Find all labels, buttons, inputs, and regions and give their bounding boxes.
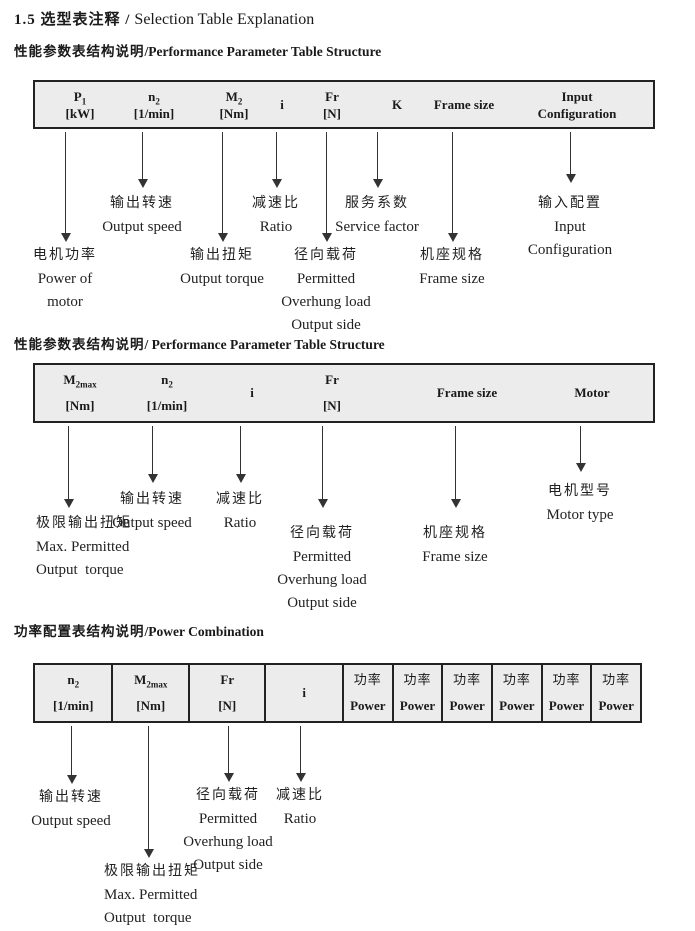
table1-col-i: i: [280, 97, 284, 112]
table1-col-fr: Fr [N]: [322, 88, 342, 121]
section1-heading: 性能参数表结构说明/Performance Parameter Table St…: [14, 40, 381, 60]
arrow-s1-k: [372, 132, 383, 188]
table3-col-power-4: 功率 Power: [490, 665, 541, 721]
arrow-s1-p1: [60, 132, 71, 242]
arrow-s2-fr: [317, 426, 328, 508]
section3-heading-en: /Power Combination: [144, 624, 264, 639]
table1-col-n2: n2 [1/min]: [133, 88, 175, 121]
table3-col-power-5: 功率 Power: [540, 665, 591, 721]
table3-col-m2max: M2max [Nm]: [111, 665, 188, 721]
section3-heading: 功率配置表结构说明/Power Combination: [14, 620, 264, 640]
table2-col-fr: Fr [N]: [322, 372, 342, 413]
table3-col-n2: n2 [1/min]: [53, 672, 94, 713]
table2-col-n2: n2 [1/min]: [146, 372, 188, 413]
arrow-s1-m2: [217, 132, 228, 242]
table1-col-m2: M2 [Nm]: [219, 88, 249, 121]
table1-col-frame-size: Frame size: [433, 97, 495, 112]
arrow-s2-n2: [147, 426, 158, 483]
table2-col-m2max: M2max [Nm]: [63, 372, 97, 413]
page-title-en: Selection Table Explanation: [130, 11, 315, 28]
section2-heading-zh: 性能参数表结构说明: [14, 337, 145, 352]
page-title: 1.5 选型表注释 / Selection Table Explanation: [14, 8, 314, 29]
arrow-s1-frame-size: [447, 132, 458, 242]
table1-col-input-configuration: Input Configuration: [537, 88, 617, 121]
section1-heading-en: /Performance Parameter Table Structure: [144, 44, 382, 59]
table3-header-row: n2 [1/min] M2max [Nm] Fr [N] i 功率 Power …: [33, 663, 642, 723]
arrow-s2-motor: [575, 426, 586, 472]
arrow-s1-n2: [137, 132, 148, 188]
table3-col-fr: Fr [N]: [187, 665, 265, 721]
section1-heading-zh: 性能参数表结构说明: [14, 44, 145, 59]
table1-col-p1: P1 [kW]: [65, 88, 95, 121]
arrow-s2-frame-size: [450, 426, 461, 508]
table3-col-power-2: 功率 Power: [391, 665, 442, 721]
arrow-s3-fr: [223, 726, 234, 782]
arrow-s2-i: [235, 426, 246, 483]
arrow-s1-fr: [321, 132, 332, 242]
table2-col-frame-size: Frame size: [436, 385, 498, 400]
table3-col-i: i: [264, 665, 341, 721]
section2-heading-en: / Performance Parameter Table Structure: [144, 337, 385, 352]
arrow-s3-m2max: [143, 726, 154, 858]
table3-col-power-6: 功率 Power: [590, 665, 640, 721]
table3-col-power-3: 功率 Power: [441, 665, 491, 721]
table2-col-i: i: [250, 385, 254, 400]
table2-header-row: M2max [Nm] n2 [1/min] i Fr [N] Frame siz…: [33, 363, 655, 423]
table2-col-motor: Motor: [574, 385, 610, 400]
page-title-zh: 1.5 选型表注释 /: [14, 12, 131, 28]
section3-heading-zh: 功率配置表结构说明: [14, 624, 145, 639]
arrow-s1-i: [271, 132, 282, 188]
arrow-s3-i: [295, 726, 306, 782]
arrow-s2-m2max: [63, 426, 74, 508]
arrow-s3-n2: [66, 726, 77, 784]
arrow-s1-input-configuration: [565, 132, 576, 183]
section2-heading: 性能参数表结构说明/ Performance Parameter Table S…: [14, 333, 385, 353]
table1-col-k: K: [391, 97, 403, 112]
table1-header-row: P1 [kW] n2 [1/min] M2 [Nm] i Fr [N] K Fr…: [33, 80, 655, 129]
table3-col-power-1: 功率 Power: [341, 665, 392, 721]
